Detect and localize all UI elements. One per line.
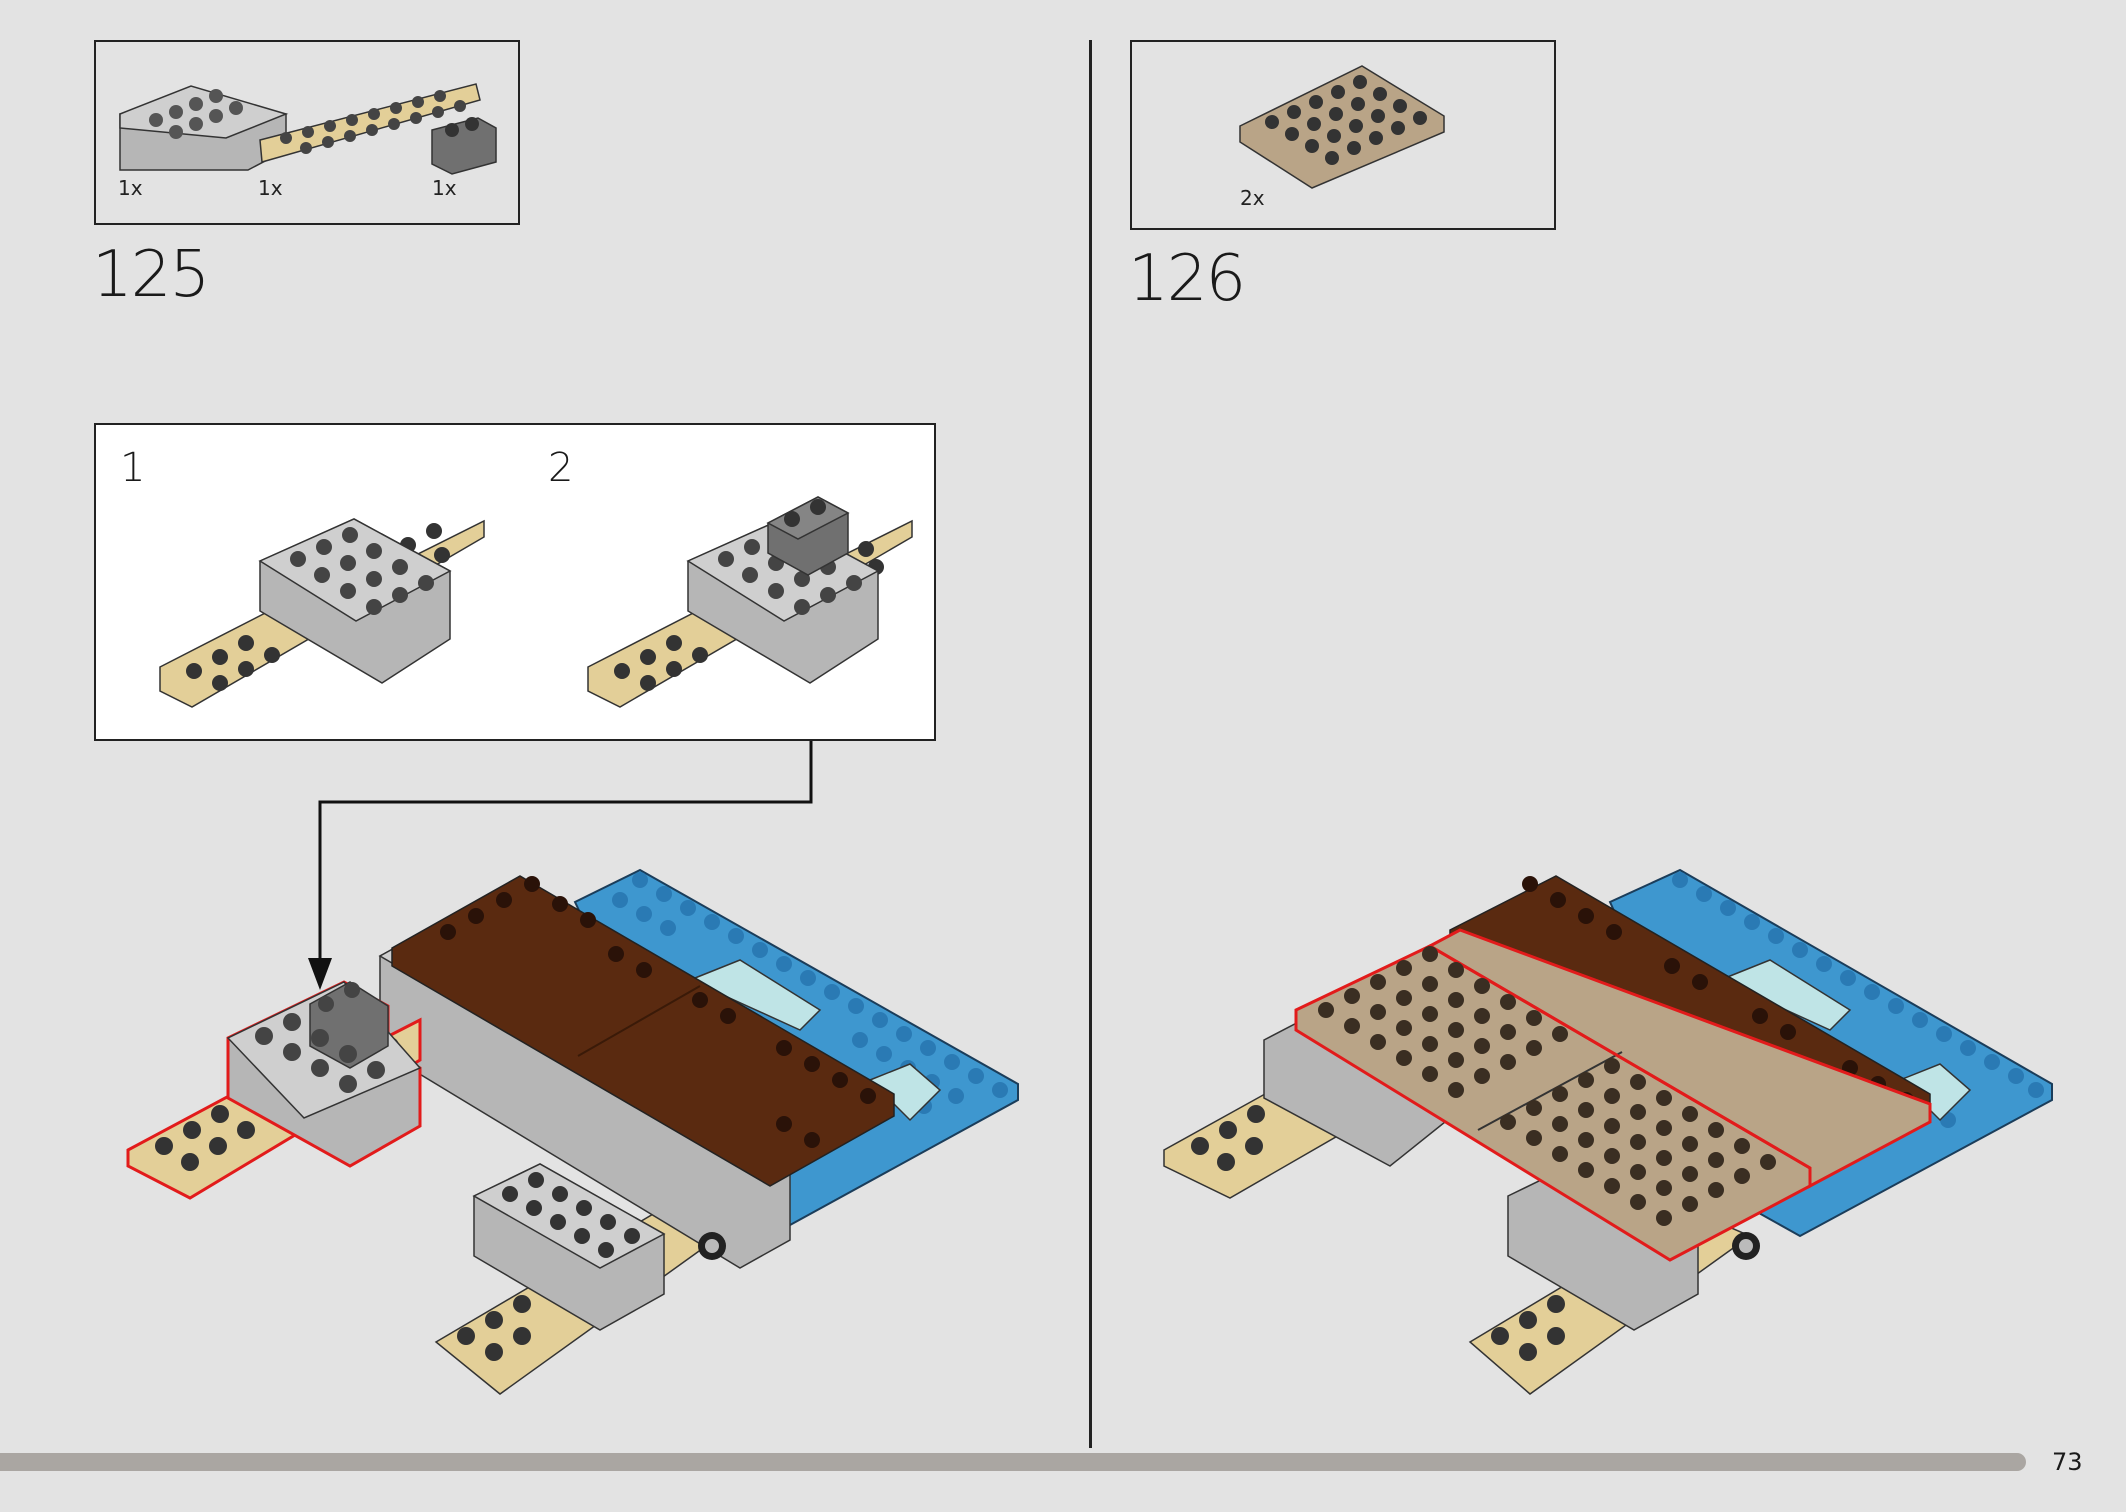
subassembly-callout: 1 2 — [94, 423, 936, 741]
parts-callout-125: 1x 1x 1x — [94, 40, 520, 225]
page-divider — [1089, 40, 1092, 1448]
progress-bar — [0, 1453, 2026, 1471]
substep-1-illustration — [159, 518, 485, 708]
part-qty: 1x — [118, 176, 143, 200]
substep-number: 2 — [548, 445, 574, 491]
step-number: 125 — [92, 238, 210, 312]
dark-tan-plate-4x6-icon — [1239, 65, 1445, 189]
gray-brick-2x4-icon — [119, 85, 289, 171]
step-number: 126 — [1128, 242, 1246, 316]
substep-number: 1 — [120, 445, 146, 491]
parts-callout-126: 2x — [1130, 40, 1556, 230]
part-qty: 1x — [432, 176, 457, 200]
tan-plate-2x8-icon — [259, 83, 481, 163]
page-number: 73 — [2052, 1448, 2083, 1476]
substep-2-illustration — [587, 496, 913, 708]
part-qty: 2x — [1240, 186, 1265, 210]
part-qty: 1x — [258, 176, 283, 200]
dark-gray-brick-1x2-icon — [431, 117, 497, 175]
